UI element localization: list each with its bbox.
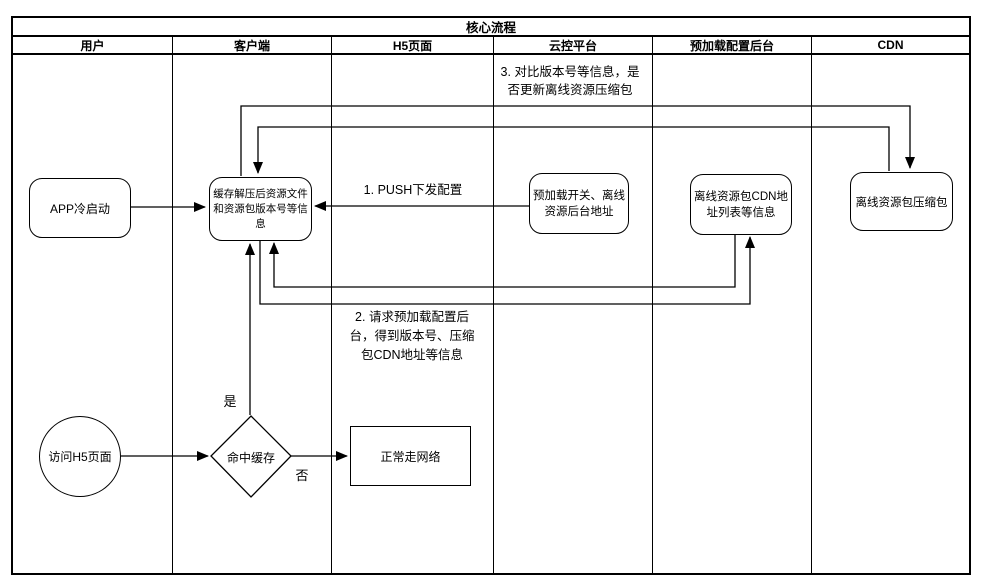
diagram-title: 核心流程 [13, 18, 969, 37]
annotation-branch-yes: 是 [223, 394, 237, 409]
lane-header-row: 用户 客户端 H5页面 云控平台 预加载配置后台 CDN [13, 37, 969, 55]
node-cdn-package: 离线资源包压缩包 [850, 172, 953, 231]
node-client-cache: 缓存解压后资源文件 和资源包版本号等信 息 [209, 177, 312, 241]
lane-header-preload-backend: 预加载配置后台 [653, 37, 812, 53]
node-normal-network: 正常走网络 [350, 426, 471, 486]
annotation-compare-version: 3. 对比版本号等信息，是 否更新离线资源压缩包 [500, 65, 640, 97]
annotation-request-preload: 2. 请求预加载配置后 台，得到版本号、压缩 包CDN地址等信息 [349, 310, 475, 362]
node-cloud-config: 预加载开关、离线 资源后台地址 [529, 173, 629, 234]
node-visit-h5: 访问H5页面 [39, 416, 121, 497]
lane-column-cloud-platform [494, 55, 653, 573]
lane-header-h5page: H5页面 [332, 37, 494, 53]
lane-body [13, 55, 969, 573]
node-cache-hit-label: 命中缓存 [226, 451, 275, 465]
lane-header-user: 用户 [13, 37, 173, 53]
node-app-cold-start: APP冷启动 [29, 178, 131, 238]
lane-column-cdn [812, 55, 969, 573]
annotation-push-config: 1. PUSH下发配置 [363, 183, 463, 197]
lane-column-user [13, 55, 173, 573]
lane-header-client: 客户端 [173, 37, 332, 53]
lane-column-client [173, 55, 332, 573]
lane-column-h5page [332, 55, 494, 573]
diagram-frame: 核心流程 用户 客户端 H5页面 云控平台 预加载配置后台 CDN [11, 16, 971, 575]
lane-header-cloud-platform: 云控平台 [494, 37, 653, 53]
lane-header-cdn: CDN [877, 38, 904, 52]
lane-column-preload-backend [653, 55, 812, 573]
node-preload-backend: 离线资源包CDN地 址列表等信息 [690, 174, 792, 235]
annotation-branch-no: 否 [295, 468, 309, 483]
